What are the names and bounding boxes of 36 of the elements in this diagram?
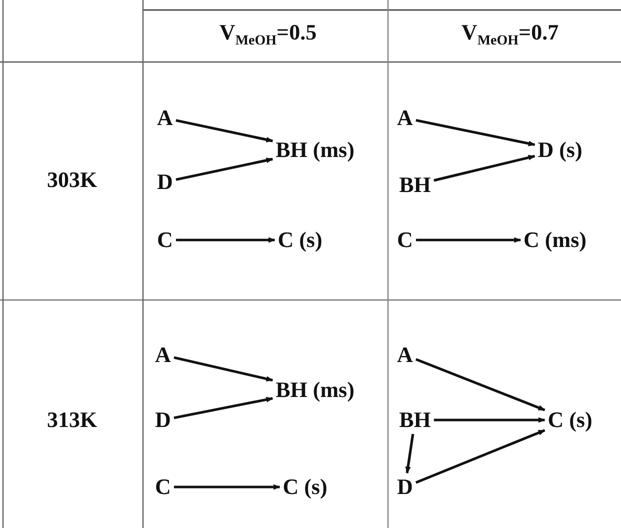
column-header: V$_{MeOH}$=0.7 xyxy=(461,20,559,50)
arrow xyxy=(176,119,274,142)
form-label: C (s) xyxy=(282,476,328,498)
arrow xyxy=(174,396,274,420)
form-label: C xyxy=(397,229,413,251)
form-label: A xyxy=(157,107,173,129)
form-label: A xyxy=(397,107,413,129)
form-label: C (ms) xyxy=(524,229,586,251)
form-label: A xyxy=(155,344,171,366)
form-label: D xyxy=(157,171,173,193)
form-label: BH (ms) xyxy=(276,379,354,401)
form-label: C (s) xyxy=(278,229,322,251)
arrow xyxy=(174,484,280,490)
arrow xyxy=(434,154,536,182)
form-label: D xyxy=(155,409,171,431)
form-label: BH xyxy=(399,174,431,196)
form-label: D (s) xyxy=(538,139,582,161)
arrow xyxy=(415,429,546,484)
form-label: BH (ms) xyxy=(276,139,354,161)
form-label: C xyxy=(155,476,171,498)
arrow xyxy=(174,356,274,382)
form-label: D xyxy=(397,476,413,498)
column-header: V$_{MeOH}$=0.5 xyxy=(219,20,317,50)
row-header: 313K xyxy=(46,406,98,434)
form-label: C (s) xyxy=(548,409,592,431)
row-header: 303K xyxy=(46,166,98,194)
arrow xyxy=(416,118,536,146)
form-label: C xyxy=(157,229,173,251)
arrow xyxy=(415,358,546,412)
arrow xyxy=(405,434,414,474)
form-label: A xyxy=(397,344,413,366)
form-label: BH xyxy=(399,409,431,431)
arrow xyxy=(176,237,276,243)
arrow xyxy=(176,158,274,181)
arrow xyxy=(416,237,522,243)
arrow xyxy=(434,417,546,423)
